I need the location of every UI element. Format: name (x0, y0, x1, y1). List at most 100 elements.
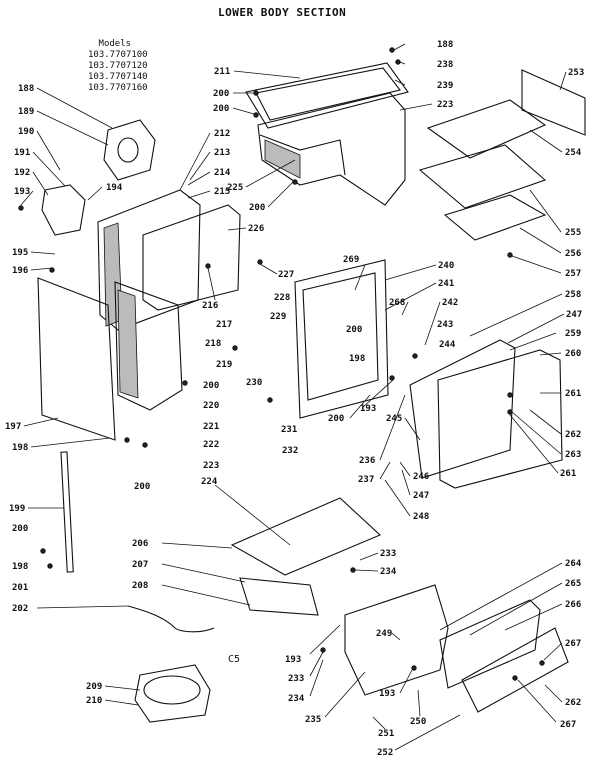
broiler-insert (443, 194, 547, 241)
leader-line (391, 632, 401, 641)
screw-icon (205, 263, 211, 269)
part-number-label: 231 (281, 425, 297, 435)
leader-line (187, 171, 211, 186)
leader-line (20, 190, 34, 206)
leader-line (227, 227, 247, 231)
leader-line (401, 301, 409, 316)
leader-line (30, 437, 111, 448)
part-number-label: 245 (386, 414, 402, 424)
part-number-label: 234 (288, 694, 305, 704)
part-number-label: 230 (246, 378, 262, 388)
screw-icon (232, 345, 238, 351)
leader-line (354, 569, 379, 572)
leader-line (32, 151, 66, 187)
part-number-label: 254 (565, 148, 582, 158)
part-number-label: 266 (565, 600, 581, 610)
leader-line (384, 479, 411, 517)
screw-icon (18, 205, 24, 211)
part-number-label: 193 (379, 689, 395, 699)
leader-line (399, 669, 413, 694)
part-number-label: 210 (86, 696, 102, 706)
part-number-label: 188 (437, 40, 453, 50)
bottom-panel (230, 497, 381, 576)
screw-icon (47, 563, 53, 569)
screw-icon (49, 267, 55, 273)
diagram-code: C5 (228, 654, 241, 665)
leader-line (509, 332, 557, 351)
screw-icon (389, 47, 395, 53)
leader-line (517, 679, 557, 723)
drip-bowl-rim (143, 675, 201, 705)
part-number-label: 261 (560, 469, 576, 479)
side-strip (41, 184, 86, 236)
leader-line (245, 159, 296, 188)
screw-icon (539, 660, 545, 666)
trim-strip (60, 451, 74, 573)
leader-line (359, 552, 379, 561)
part-number-label: 199 (9, 504, 25, 514)
part-number-label: 267 (560, 720, 576, 730)
part-number-label: 202 (12, 604, 28, 614)
model-number: 103.7707160 (88, 83, 148, 93)
part-number-label: 261 (565, 389, 581, 399)
part-number-label: 249 (376, 629, 392, 639)
part-number-label: 200 (328, 414, 344, 424)
part-number-label: 208 (132, 581, 148, 591)
part-number-label: 247 (566, 310, 582, 320)
leader-line (30, 267, 53, 271)
part-number-label: 233 (288, 674, 304, 684)
part-number-label: 215 (214, 187, 230, 197)
leader-line (87, 186, 103, 201)
leader-line (439, 562, 563, 631)
oven-cavity (114, 281, 183, 411)
leader-line (309, 624, 341, 655)
part-number-label: 200 (213, 89, 229, 99)
part-number-label: 225 (227, 183, 243, 193)
leader-line (232, 107, 255, 115)
leader-line (543, 642, 563, 661)
door-inner-frame (294, 259, 389, 419)
part-number-label: 233 (380, 549, 396, 559)
leader-line (394, 714, 461, 751)
part-number-label: 237 (358, 475, 374, 485)
part-number-label: 198 (12, 443, 28, 453)
part-number-label: 200 (203, 381, 219, 391)
power-cord (127, 605, 215, 633)
diagram-title: LOWER BODY SECTION (218, 6, 347, 19)
leader-line (361, 379, 394, 409)
part-number-label: 200 (134, 482, 150, 492)
grill-rack (426, 99, 547, 159)
model-number: 103.7707120 (88, 61, 148, 71)
screw-icon (507, 409, 513, 415)
part-number-label: 214 (214, 168, 231, 178)
leader-line (519, 227, 562, 254)
drip-bowl (134, 664, 211, 723)
leader-line (529, 189, 562, 233)
part-number-label: 226 (248, 224, 264, 234)
part-number-label: 220 (203, 401, 219, 411)
part-number-label: 211 (214, 67, 230, 77)
part-number-label: 216 (202, 301, 218, 311)
part-number-label: 267 (565, 639, 581, 649)
part-number-label: 242 (442, 298, 458, 308)
screw-icon (267, 397, 273, 403)
part-number-label: 200 (346, 325, 362, 335)
part-number-label: 200 (213, 104, 229, 114)
drawer-panel (461, 627, 569, 713)
leader-line (179, 132, 211, 191)
leader-line (372, 716, 386, 730)
part-number-label: 252 (377, 748, 393, 758)
leader-line (539, 352, 562, 356)
leader-line (104, 685, 141, 691)
part-number-label: 232 (282, 446, 298, 456)
leader-line (267, 179, 296, 208)
leader-line (189, 151, 211, 181)
part-number-label: 264 (565, 559, 582, 569)
side-bracket (103, 119, 156, 181)
part-number-label: 263 (565, 450, 581, 460)
leader-line (399, 61, 406, 65)
part-number-label: 229 (270, 312, 286, 322)
part-number-label: 269 (343, 255, 359, 265)
part-number-label: 198 (12, 562, 28, 572)
part-number-label: 223 (203, 461, 219, 471)
